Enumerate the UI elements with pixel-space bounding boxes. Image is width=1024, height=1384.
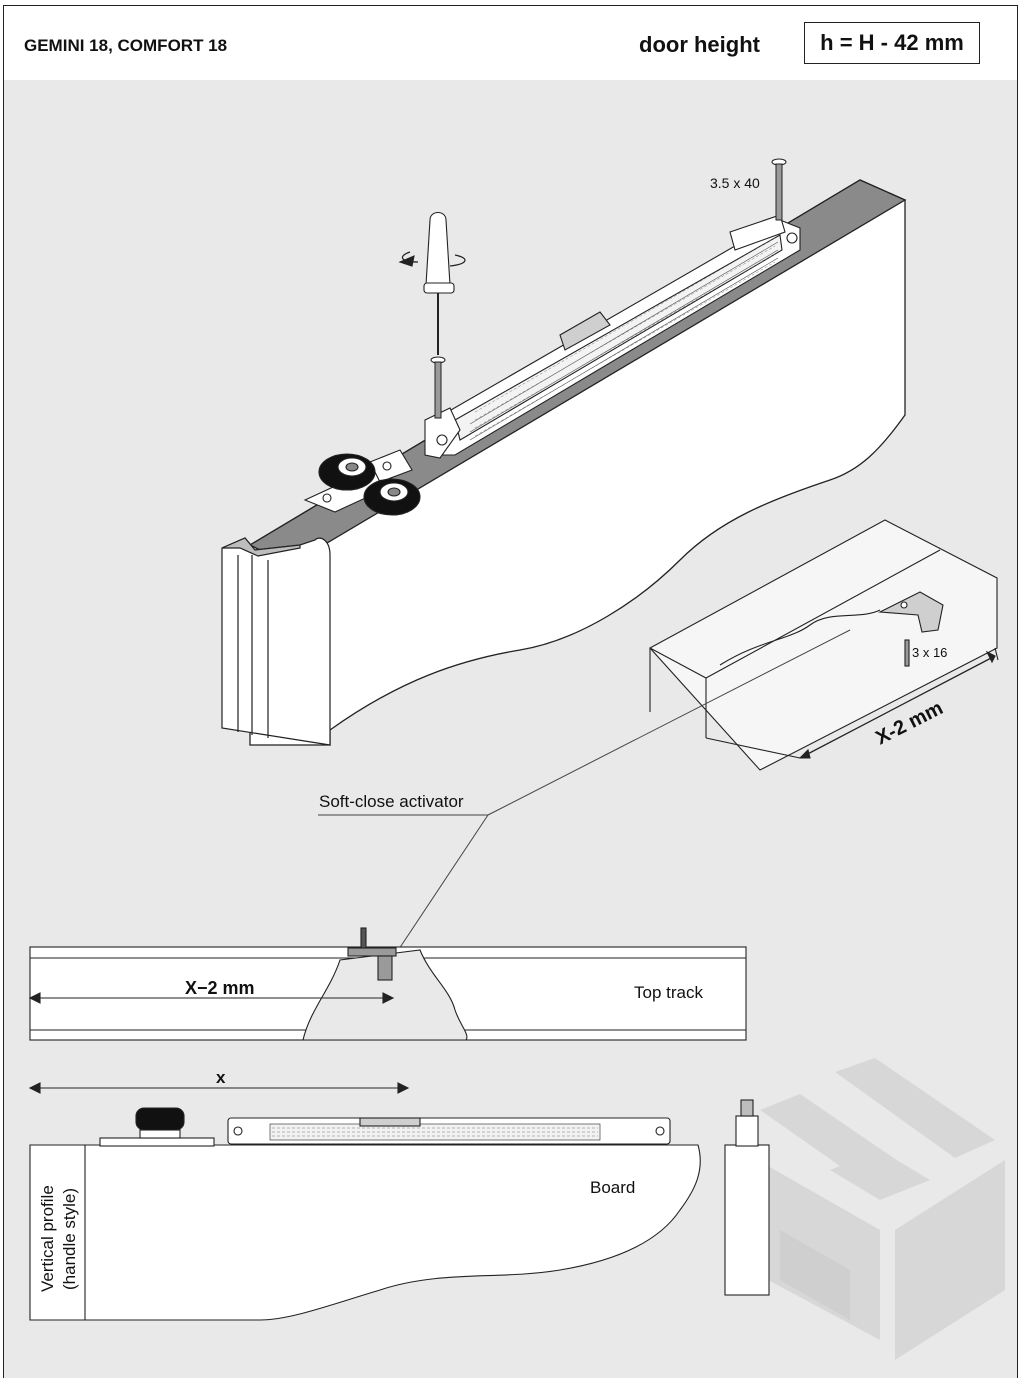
soft-close-mechanism-iso [424,214,801,459]
x-dimension-line [28,1082,410,1094]
screw-icon [430,158,787,419]
soft-close-leader [318,629,851,956]
handle-style-label: (handle style) [60,1188,79,1290]
header-bar: GEMINI 18, COMFORT 18 door height h = H … [4,6,1017,81]
x-dimension-label: x [216,1068,226,1087]
door-height-formula: h = H - 42 mm [804,22,980,64]
small-screw-size-label: 3 x 16 [912,645,947,660]
soft-close-activator-label: Soft-close activator [319,792,464,811]
top-track-label: Top track [634,983,703,1002]
watermark-cube-logo [740,1058,1005,1360]
board-section [29,1144,701,1321]
vertical-profile-label: Vertical profile [38,1185,57,1292]
offset-dimension-label: X−2 mm [185,978,255,998]
vertical-profile-end-view [724,1099,770,1296]
roller-carriage-iso [303,449,421,516]
screwdriver-icon [398,211,466,355]
door-height-label: door height [639,32,760,57]
offset-dimension-line [28,992,395,1004]
top-track-iso [649,519,999,771]
product-name: GEMINI 18, COMFORT 18 [24,36,228,55]
vertical-profile-iso [221,537,331,746]
screw-size-label: 3.5 x 40 [710,175,760,191]
board-label: Board [590,1178,635,1197]
soft-close-mechanism-side [99,1107,671,1147]
